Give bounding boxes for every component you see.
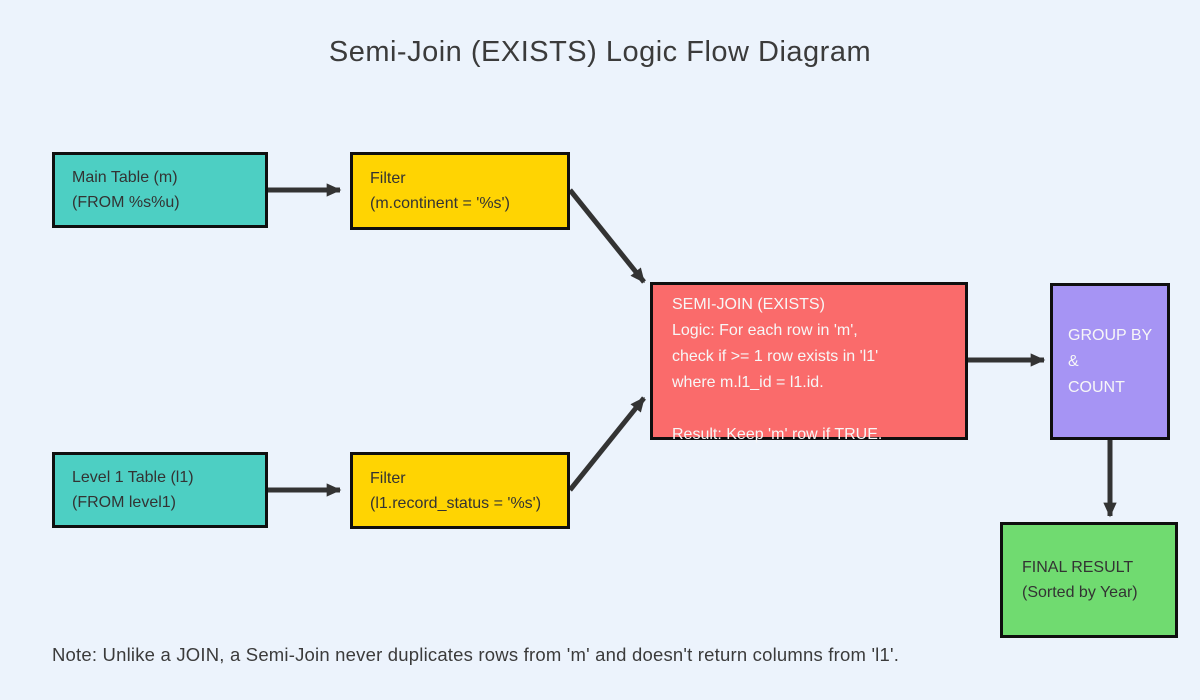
diagram-title: Semi-Join (EXISTS) Logic Flow Diagram [328, 36, 872, 68]
node-text-line: COUNT [1068, 378, 1125, 396]
node-text-line: where m.l1_id = l1.id. [672, 374, 824, 391]
node-text-line: & [1068, 352, 1079, 370]
node-filter-main: Filter (m.continent = '%s') [350, 152, 570, 230]
footnote: Note: Unlike a JOIN, a Semi-Join never d… [52, 644, 900, 665]
node-text-line: SEMI-JOIN (EXISTS) [672, 296, 825, 313]
node-text-line: (m.continent = '%s') [370, 195, 510, 212]
node-text-line: Logic: For each row in 'm', [672, 322, 858, 339]
node-level1-table: Level 1 Table (l1) (FROM level1) [52, 452, 268, 528]
arrow-filtermain-to-semijoin [568, 188, 646, 284]
node-text-line [672, 396, 965, 422]
node-text-line: Result: Keep 'm' row if TRUE. [672, 426, 883, 443]
node-text-line: GROUP BY [1068, 326, 1153, 344]
node-group-by: GROUP BY & COUNT [1050, 283, 1170, 440]
node-text-line: Level 1 Table (l1) [72, 469, 194, 486]
node-text-line: (Sorted by Year) [1022, 584, 1138, 601]
node-semi-join: SEMI-JOIN (EXISTS) Logic: For each row i… [650, 282, 968, 443]
node-text-line: (FROM %s%u) [72, 194, 180, 211]
arrow-filterlevel1-to-semijoin [568, 396, 646, 492]
node-text-line: FINAL RESULT [1022, 559, 1134, 576]
node-text-line: (FROM level1) [72, 494, 177, 511]
node-text-line: (l1.record_status = '%s') [370, 494, 542, 512]
node-text-line: check if >= 1 row exists in 'l1' [672, 348, 879, 365]
node-text-line: Filter [370, 170, 406, 187]
node-text-line: Main Table (m) [72, 169, 178, 186]
node-main-table: Main Table (m) (FROM %s%u) [52, 152, 268, 228]
node-text-line: Filter [370, 469, 406, 487]
node-filter-level1: Filter (l1.record_status = '%s') [350, 452, 570, 529]
node-final-result: FINAL RESULT (Sorted by Year) [1000, 522, 1178, 638]
